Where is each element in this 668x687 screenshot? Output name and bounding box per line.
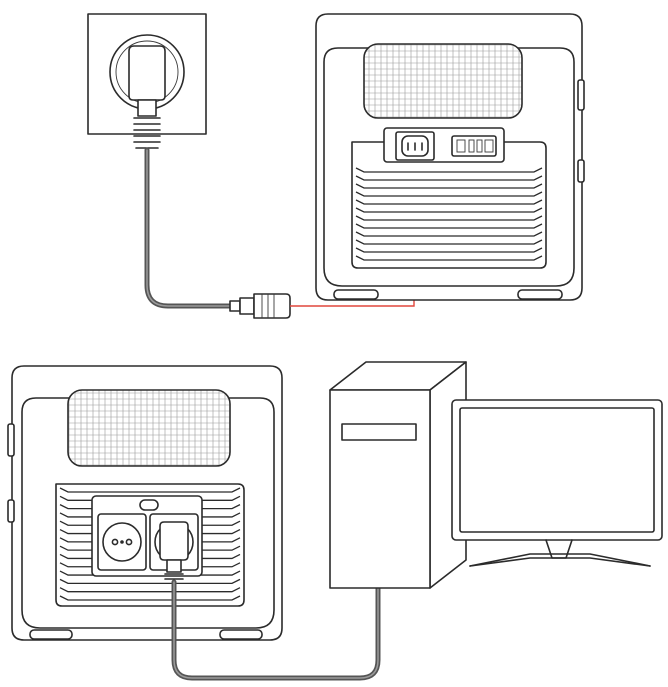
vent-slat bbox=[59, 487, 241, 493]
wall-plug bbox=[128, 45, 166, 149]
pc-power-cable bbox=[171, 579, 381, 681]
vent-slat bbox=[355, 191, 543, 197]
vent-slat bbox=[355, 183, 543, 189]
dc-port-block bbox=[451, 135, 497, 157]
power-station-icon bbox=[315, 13, 585, 301]
vent-slat bbox=[355, 215, 543, 221]
ac-cable-connector bbox=[229, 293, 291, 319]
vent-slat bbox=[355, 223, 543, 229]
vent-slat bbox=[59, 587, 241, 593]
ac-inlet-icon bbox=[395, 131, 435, 161]
ac-charging-cable bbox=[144, 147, 235, 309]
vent-slat bbox=[355, 175, 543, 181]
outlet-plug bbox=[159, 521, 189, 580]
ac-outlet-icon bbox=[97, 513, 147, 571]
vent-slat bbox=[355, 199, 543, 205]
vent-slat bbox=[355, 167, 543, 173]
desktop-tower-icon bbox=[329, 361, 467, 589]
vent-slat bbox=[355, 239, 543, 245]
vent-slat bbox=[355, 231, 543, 237]
vent-slat bbox=[59, 595, 241, 601]
power-station-icon-bottom bbox=[7, 365, 283, 641]
vent-slat bbox=[355, 255, 543, 261]
vent-slat bbox=[355, 207, 543, 213]
vent-slat bbox=[59, 578, 241, 585]
vent-slat bbox=[355, 247, 543, 253]
monitor-icon bbox=[451, 399, 663, 567]
